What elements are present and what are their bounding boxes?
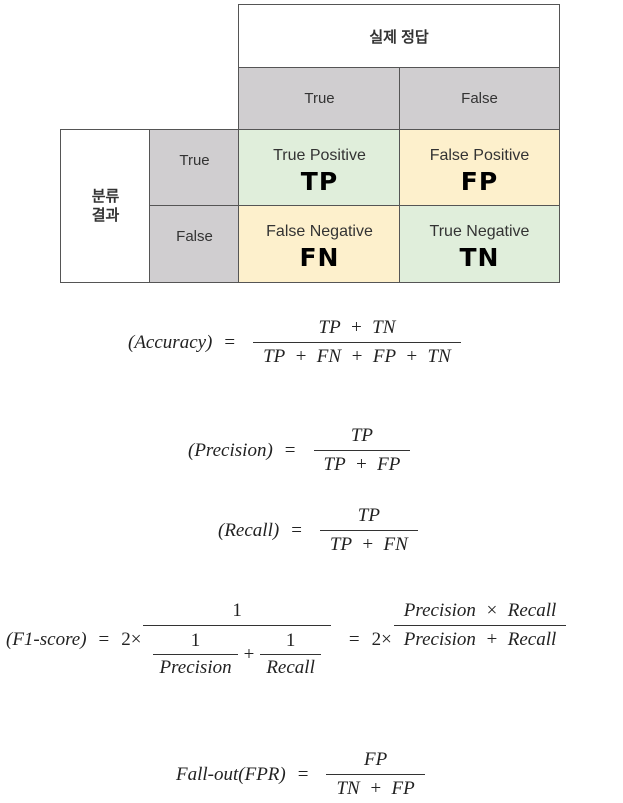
equals-sign: = xyxy=(297,763,309,785)
prediction-header: 분류 결과 xyxy=(60,129,151,283)
accuracy-lhs: (Accuracy) xyxy=(128,331,213,353)
accuracy-numerator: TP + TN xyxy=(318,317,396,338)
false-positive-label: False Positive xyxy=(429,146,530,164)
col-header-true-text: True xyxy=(304,90,335,107)
fraction-bar xyxy=(319,530,418,531)
fraction-bar xyxy=(313,450,411,451)
f1-denominator: 1 Precision + 1 Recall xyxy=(143,626,330,683)
f1-coefficient: 2× xyxy=(121,629,142,650)
recall-formula: (Recall) = TP TP + FN xyxy=(218,502,424,559)
recall-fraction: TP TP + FN xyxy=(319,502,418,559)
precision-fraction: TP TP + FP xyxy=(313,422,411,479)
precision-denominator: TP + FP xyxy=(323,454,401,475)
fraction-bar xyxy=(260,654,321,655)
recall-numerator: TP xyxy=(357,505,380,526)
fraction-bar xyxy=(393,625,567,626)
f1-coefficient-2: 2× xyxy=(371,629,392,650)
f1-simplified-fraction: Precision × Recall Precision + Recall xyxy=(393,597,567,654)
precision-numerator: TP xyxy=(350,425,374,446)
fraction-bar xyxy=(326,774,425,775)
true-negative-label: True Negative xyxy=(429,222,530,240)
false-negative-cell: False Negative FN xyxy=(238,205,401,283)
fallout-denominator: TN + FP xyxy=(336,778,415,799)
true-negative-abbr: TN xyxy=(459,242,500,272)
false-positive-abbr: FP xyxy=(460,166,499,196)
accuracy-fraction: TP + TN TP + FN + FP + TN xyxy=(253,314,461,371)
false-negative-label: False Negative xyxy=(266,222,373,240)
inverse-recall-denominator: Recall xyxy=(266,657,315,678)
true-positive-cell: True Positive TP xyxy=(238,129,401,207)
prediction-header-line1: 분류 xyxy=(91,188,120,205)
fraction-bar xyxy=(253,342,461,343)
col-header-false: False xyxy=(399,67,560,130)
inverse-precision-numerator: 1 xyxy=(190,630,201,651)
recall-denominator: TP + FN xyxy=(329,534,408,555)
row-header-false-text: False xyxy=(176,228,213,245)
f1-simplified-numerator: Precision × Recall xyxy=(403,600,557,621)
equals-sign: = xyxy=(348,629,360,650)
fallout-lhs: Fall-out(FPR) xyxy=(176,763,286,785)
f1-simplified-denominator: Precision + Recall xyxy=(403,629,557,650)
true-negative-cell: True Negative TN xyxy=(399,205,560,283)
fallout-numerator: FP xyxy=(364,749,388,770)
f1-score-formula: (F1-score) = 2× 1 1 Precision + 1 Recall… xyxy=(6,597,572,683)
precision-lhs: (Precision) xyxy=(188,439,273,461)
row-header-true: True xyxy=(149,129,240,207)
row-header-true-text: True xyxy=(179,152,210,169)
false-negative-abbr: FN xyxy=(299,242,340,272)
fallout-fraction: FP TN + FP xyxy=(326,746,425,803)
equals-sign: = xyxy=(98,629,110,650)
col-header-true: True xyxy=(238,67,401,130)
equals-sign: = xyxy=(284,439,296,461)
inverse-precision-fraction: 1 Precision xyxy=(153,628,238,681)
f1-numerator: 1 xyxy=(232,600,242,621)
f1-lhs: (F1-score) xyxy=(6,629,87,650)
accuracy-formula: (Accuracy) = TP + TN TP + FN + FP + TN xyxy=(128,314,467,371)
true-positive-abbr: TP xyxy=(300,166,339,196)
equals-sign: = xyxy=(224,331,236,353)
f1-reciprocal-fraction: 1 1 Precision + 1 Recall xyxy=(143,597,331,683)
fallout-formula: Fall-out(FPR) = FP TN + FP xyxy=(176,746,431,803)
actual-answer-header-text: 실제 정답 xyxy=(369,28,429,46)
fraction-bar xyxy=(143,625,331,626)
plus-sign: + xyxy=(243,643,255,665)
inverse-precision-denominator: Precision xyxy=(159,657,232,678)
inverse-recall-numerator: 1 xyxy=(285,630,296,651)
false-positive-cell: False Positive FP xyxy=(399,129,560,207)
accuracy-denominator: TP + FN + FP + TN xyxy=(263,346,451,367)
true-positive-label: True Positive xyxy=(273,146,366,164)
equals-sign: = xyxy=(291,519,302,541)
recall-lhs: (Recall) xyxy=(218,519,280,541)
actual-answer-header: 실제 정답 xyxy=(238,4,560,68)
inverse-recall-fraction: 1 Recall xyxy=(260,628,321,681)
prediction-header-line2: 결과 xyxy=(91,207,120,224)
fraction-bar xyxy=(153,654,238,655)
row-header-false: False xyxy=(149,205,240,283)
col-header-false-text: False xyxy=(461,90,498,107)
precision-formula: (Precision) = TP TP + FP xyxy=(188,422,416,479)
